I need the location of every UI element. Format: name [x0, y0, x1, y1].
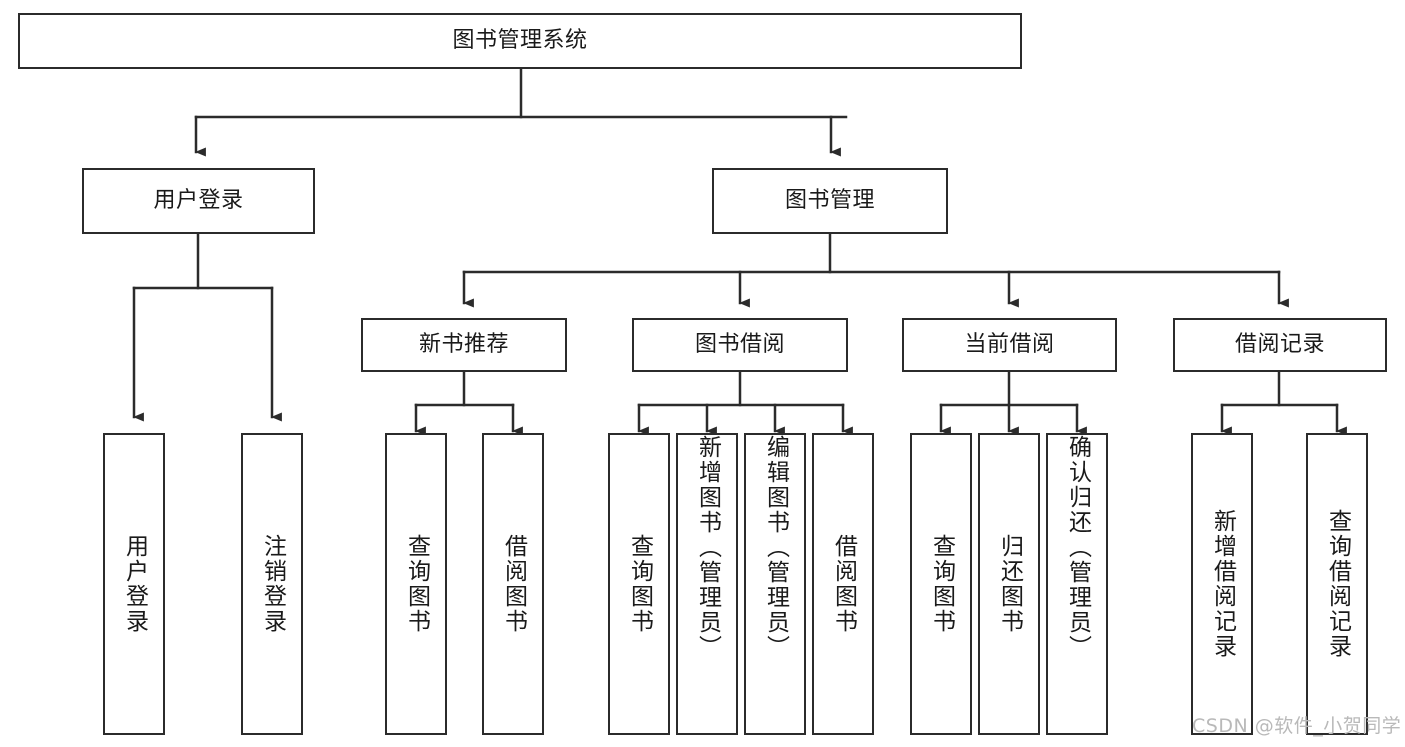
node-leaf-query-book-3-label: 查询图书 [928, 534, 955, 634]
node-leaf-query-book-1[interactable]: 查询图书 [385, 433, 447, 735]
node-leaf-confirm-return-label: 确认归还（管理员） [1064, 435, 1091, 660]
node-leaf-edit-book-label: 编辑图书（管理员） [762, 435, 789, 660]
node-book-borrow-label: 图书借阅 [694, 331, 785, 357]
node-new-book-recommend-label: 新书推荐 [418, 331, 509, 357]
node-user-login[interactable]: 用户登录 [82, 168, 315, 234]
node-root-label: 图书管理系统 [452, 27, 588, 53]
node-borrow-record-label: 借阅记录 [1234, 331, 1325, 357]
node-leaf-borrow-book-2[interactable]: 借阅图书 [812, 433, 874, 735]
node-book-management-label: 图书管理 [784, 187, 875, 213]
node-leaf-user-login-label: 用户登录 [121, 534, 148, 634]
node-leaf-add-book-label: 新增图书（管理员） [694, 435, 721, 660]
node-leaf-query-book-2-label: 查询图书 [626, 534, 653, 634]
node-leaf-logout-login[interactable]: 注销登录 [241, 433, 303, 735]
node-leaf-return-book[interactable]: 归还图书 [978, 433, 1040, 735]
node-leaf-edit-book[interactable]: 编辑图书（管理员） [744, 433, 806, 735]
csdn-watermark: CSDN @软件_小贺同学 [1192, 715, 1402, 737]
node-leaf-borrow-book-2-label: 借阅图书 [830, 534, 857, 634]
node-borrow-record[interactable]: 借阅记录 [1173, 318, 1387, 372]
node-root[interactable]: 图书管理系统 [18, 13, 1022, 69]
node-leaf-add-record-label: 新增借阅记录 [1209, 509, 1236, 659]
node-leaf-query-record-label: 查询借阅记录 [1324, 509, 1351, 659]
node-leaf-add-record[interactable]: 新增借阅记录 [1191, 433, 1253, 735]
node-leaf-add-book[interactable]: 新增图书（管理员） [676, 433, 738, 735]
node-leaf-return-book-label: 归还图书 [996, 534, 1023, 634]
node-book-management[interactable]: 图书管理 [712, 168, 948, 234]
node-new-book-recommend[interactable]: 新书推荐 [361, 318, 567, 372]
node-book-borrow[interactable]: 图书借阅 [632, 318, 848, 372]
node-leaf-query-record[interactable]: 查询借阅记录 [1306, 433, 1368, 735]
node-leaf-borrow-book-1-label: 借阅图书 [500, 534, 527, 634]
node-current-borrow[interactable]: 当前借阅 [902, 318, 1117, 372]
node-user-login-label: 用户登录 [153, 187, 244, 213]
node-leaf-borrow-book-1[interactable]: 借阅图书 [482, 433, 544, 735]
node-leaf-user-login[interactable]: 用户登录 [103, 433, 165, 735]
node-leaf-query-book-1-label: 查询图书 [403, 534, 430, 634]
node-leaf-logout-login-label: 注销登录 [259, 534, 286, 634]
node-leaf-query-book-3[interactable]: 查询图书 [910, 433, 972, 735]
node-leaf-confirm-return[interactable]: 确认归还（管理员） [1046, 433, 1108, 735]
node-current-borrow-label: 当前借阅 [964, 331, 1055, 357]
node-leaf-query-book-2[interactable]: 查询图书 [608, 433, 670, 735]
